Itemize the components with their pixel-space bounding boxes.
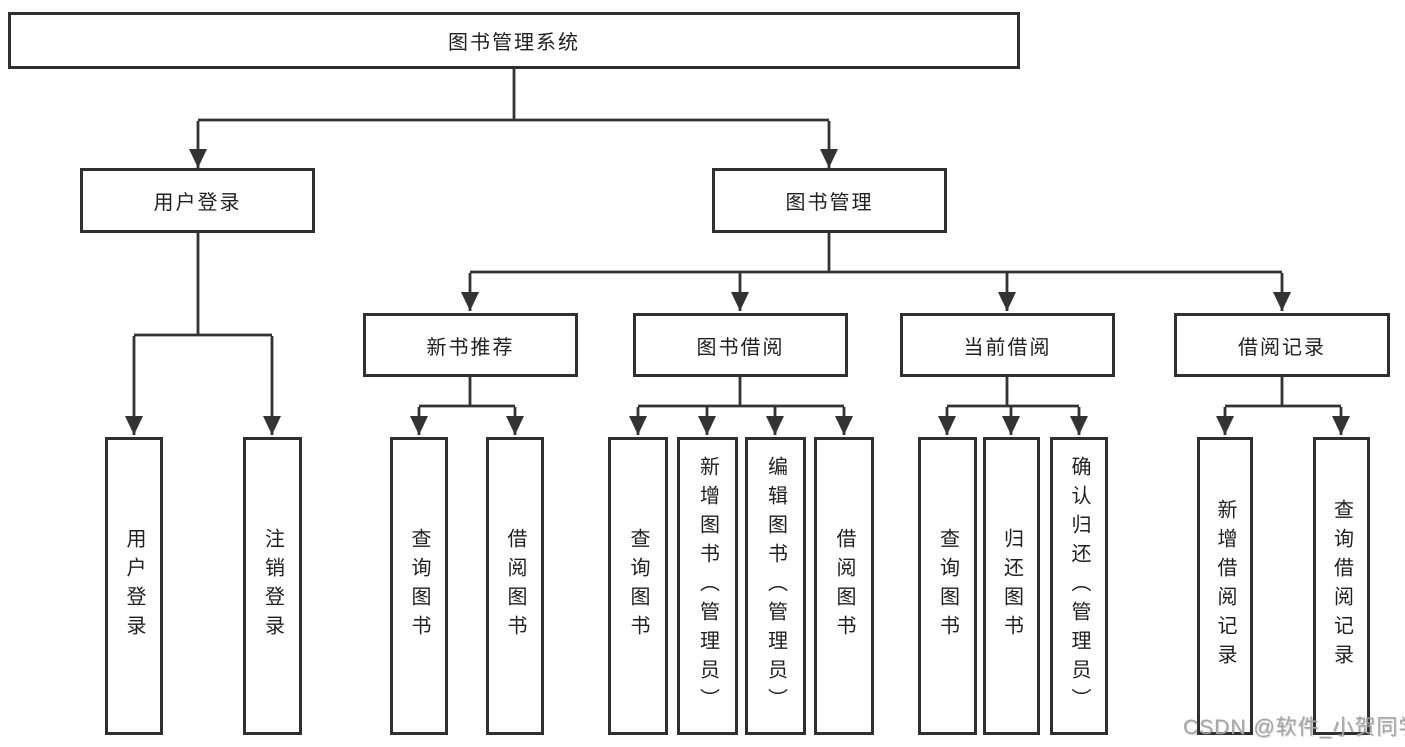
node-current-borrow: 当前借阅 [900, 313, 1115, 377]
watermark: CSDN @软件_小贺同学 [1183, 716, 1405, 739]
leaf-return-books: 归还图书 [983, 437, 1040, 735]
leaf-query-books-current: 查询图书 [918, 437, 977, 735]
leaf-add-borrow-record: 新增借阅记录 [1197, 437, 1253, 735]
node-book-borrow: 图书借阅 [633, 313, 848, 377]
node-user-login: 用户登录 [80, 168, 315, 233]
leaf-confirm-return-admin: 确认归还（管理员） [1050, 437, 1108, 735]
leaf-edit-books-admin: 编辑图书（管理员） [745, 437, 806, 735]
leaf-borrow-books-recommend: 借阅图书 [486, 437, 544, 735]
leaf-query-books-recommend: 查询图书 [390, 437, 448, 735]
leaf-logout: 注销登录 [243, 437, 302, 735]
node-borrow-records: 借阅记录 [1174, 313, 1390, 377]
node-book-management: 图书管理 [712, 168, 947, 233]
node-root: 图书管理系统 [8, 12, 1020, 69]
leaf-user-login: 用户登录 [105, 437, 163, 735]
node-new-book-recommend: 新书推荐 [363, 313, 578, 377]
leaf-add-books-admin: 新增图书（管理员） [677, 437, 738, 735]
leaf-query-books-borrow: 查询图书 [608, 437, 668, 735]
leaf-query-borrow-record: 查询借阅记录 [1313, 437, 1370, 735]
leaf-borrow-books: 借阅图书 [814, 437, 874, 735]
